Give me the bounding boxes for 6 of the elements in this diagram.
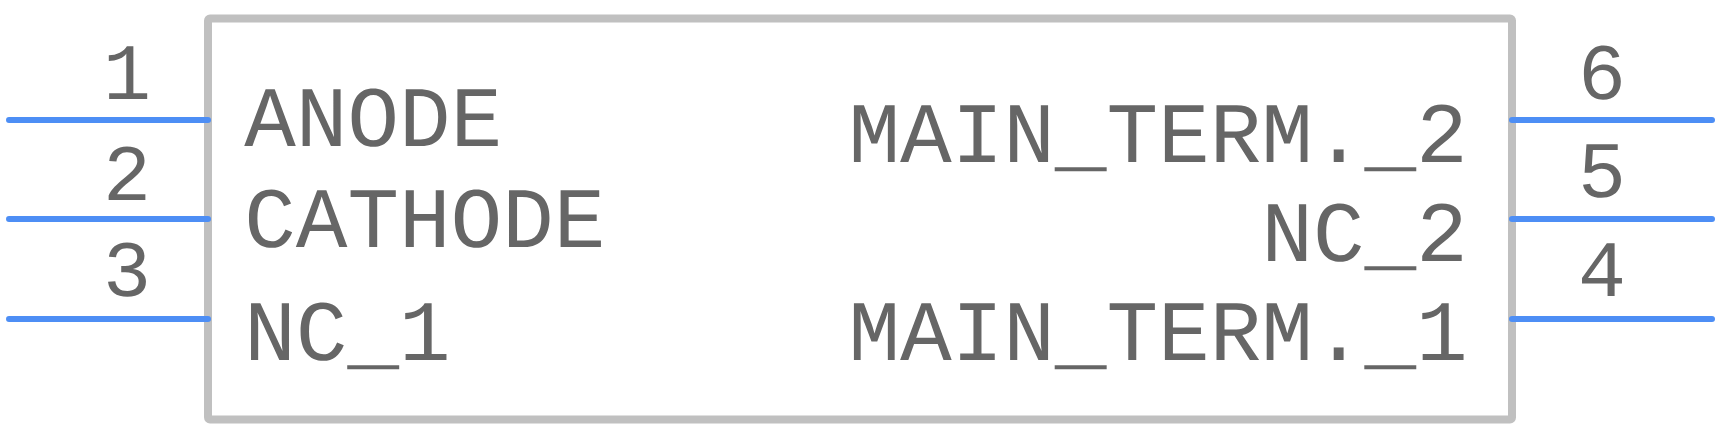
pin-name: ANODE: [244, 88, 498, 147]
pin-name: NC_1: [251, 302, 447, 370]
pin-name: MAIN_TERM._1: [853, 303, 1464, 370]
pin-name: MAIN_TERM._2: [853, 104, 1462, 172]
pin-name: CATHODE: [248, 189, 601, 248]
pin-name: NC_2: [1268, 203, 1462, 271]
